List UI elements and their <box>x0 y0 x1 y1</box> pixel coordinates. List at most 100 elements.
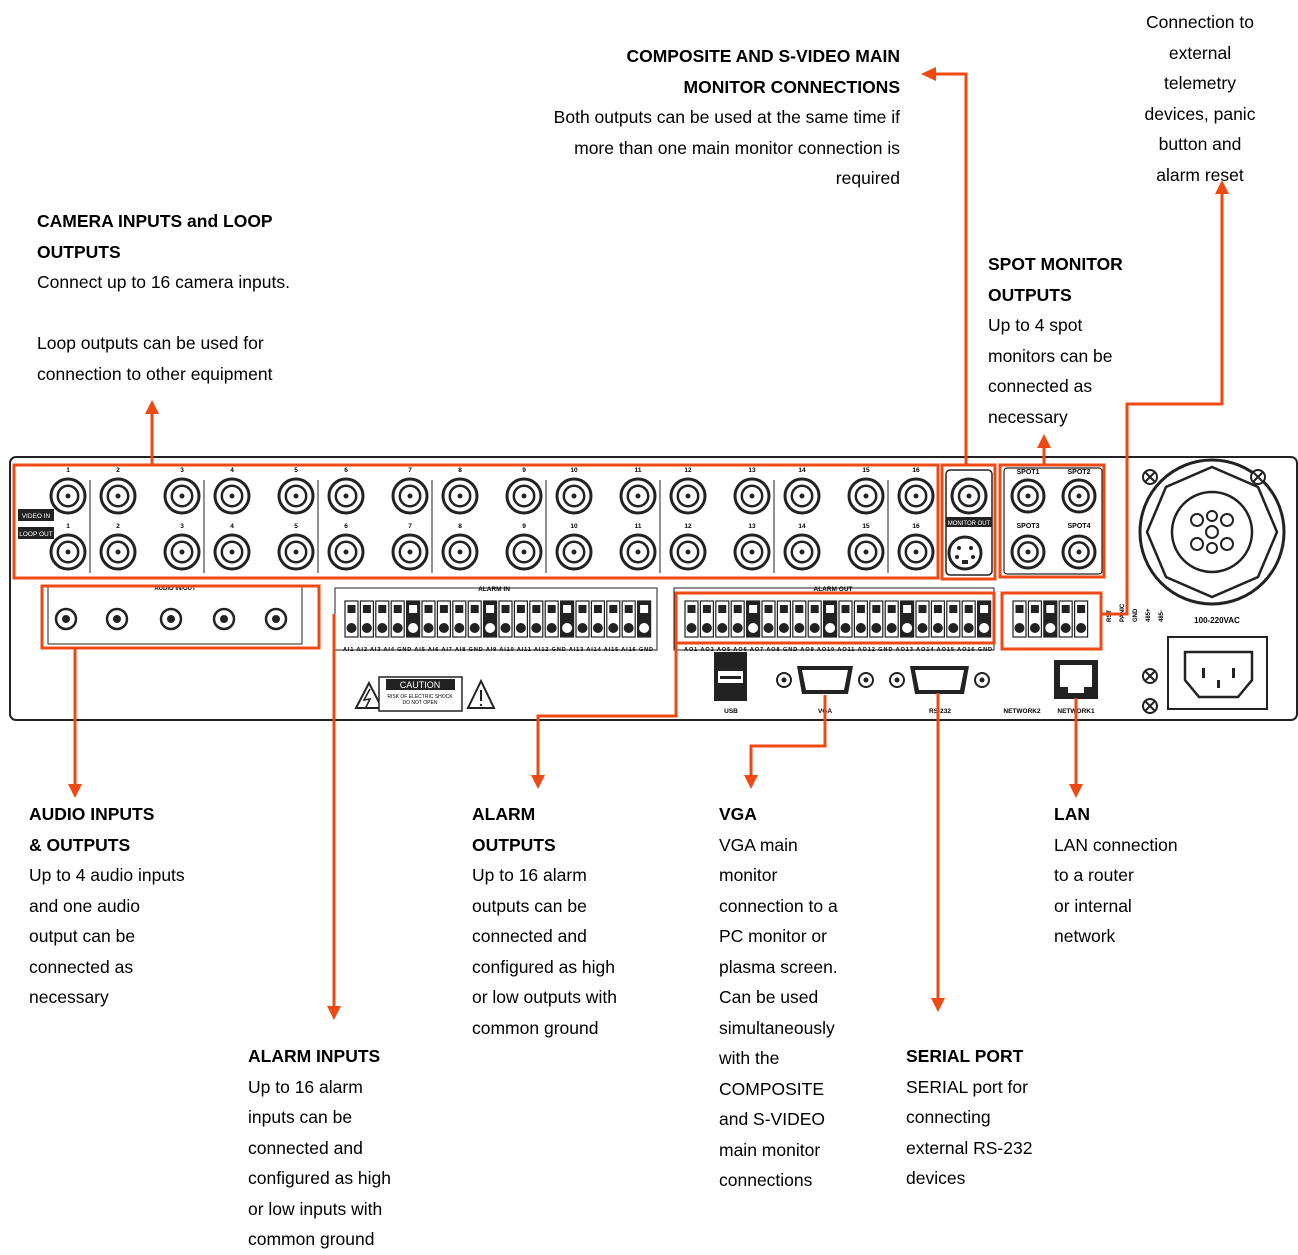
terminal-pin-icon <box>1012 600 1027 638</box>
rca-jack-icon <box>105 607 129 631</box>
telemetry-terminal-block <box>1012 600 1089 638</box>
rca-jack-icon <box>212 607 236 631</box>
channel-number-label: 9 <box>522 467 526 474</box>
channel-number-label: 7 <box>408 467 412 474</box>
arrowhead-icon <box>1037 434 1051 448</box>
terminal-pin-icon <box>590 600 606 638</box>
terminal-pin-icon <box>390 600 405 638</box>
terminal-pin-icon <box>529 600 544 638</box>
rca-jack-icon <box>264 607 288 631</box>
bnc-connector-icon <box>277 477 315 515</box>
camera-bnc-group <box>49 477 935 573</box>
terminal-pin-icon <box>822 600 838 638</box>
audio-in-out-label: AUDIO IN/OUT <box>154 586 196 592</box>
bnc-connector-icon <box>1010 534 1046 570</box>
terminal-pin-icon <box>375 600 390 638</box>
channel-number-label: 7 <box>408 523 412 530</box>
terminal-pin-icon <box>636 600 652 638</box>
terminal-pin-icon <box>807 600 822 638</box>
terminal-pin-icon <box>930 600 946 638</box>
bnc-connector-icon <box>847 477 885 515</box>
channel-number-label: 12 <box>684 523 692 530</box>
alarm-out-highlight <box>674 591 996 645</box>
audio-callout-title: AUDIO INPUTS & OUTPUTS <box>29 804 155 855</box>
channel-number-label: 5 <box>294 523 298 530</box>
bnc-connector-icon <box>783 477 821 515</box>
channel-number-label: 2 <box>116 523 120 530</box>
monitor-out-tag <box>946 517 992 527</box>
telemetry-arrow <box>1102 194 1224 616</box>
camera-callout-body: Connect up to 16 camera inputs. Loop out… <box>37 272 290 384</box>
terminal-pin-icon <box>730 600 745 638</box>
terminal-pin-icon <box>1058 600 1073 638</box>
terminal-pin-icon <box>1073 600 1089 638</box>
spot1-label: SPOT1 <box>1017 469 1040 476</box>
monitor-out-bnc <box>950 477 988 515</box>
monitor-out-label: MONITOR OUT <box>948 521 991 527</box>
serial-callout: SERIAL PORT SERIAL port for connecting e… <box>906 1041 1106 1194</box>
serial-callout-body: SERIAL port for connecting external RS-2… <box>906 1076 1033 1189</box>
alarm-in-label: ALARM IN <box>478 586 510 593</box>
terminal-pin-icon <box>513 600 529 638</box>
channel-number-label: 8 <box>458 523 462 530</box>
bnc-connector-icon <box>163 477 201 515</box>
screw-icon <box>1142 668 1158 684</box>
rs232-port <box>889 666 990 694</box>
alarm-outputs-callout-title: ALARM OUTPUTS <box>472 804 556 855</box>
channel-number-label: 6 <box>344 523 348 530</box>
bnc-connector-icon <box>163 533 201 571</box>
spot-callout-title: SPOT MONITOR OUTPUTS <box>988 254 1123 305</box>
composite-callout-body: Both outputs can be used at the same tim… <box>553 107 900 188</box>
serial-callout-title: SERIAL PORT <box>906 1046 1024 1066</box>
terminal-pin-icon <box>946 600 961 638</box>
bnc-connector-icon <box>555 477 593 515</box>
alarm-outputs-callout: ALARM OUTPUTS Up to 16 alarm outputs can… <box>472 799 672 1043</box>
terminal-pin-icon <box>915 600 930 638</box>
bnc-connector-icon <box>669 533 707 571</box>
bnc-connector-icon <box>847 533 885 571</box>
terminal-pin-icon <box>559 600 575 638</box>
arrowhead-icon <box>327 1006 341 1020</box>
bnc-connector-icon <box>1010 478 1046 514</box>
bnc-connector-icon <box>49 477 87 515</box>
terminal-pin-icon <box>483 600 498 638</box>
channel-number-labels: 1122334455667788991010111112121313141415… <box>66 467 920 530</box>
composite-arrow <box>936 72 968 465</box>
bnc-connector-icon <box>505 477 543 515</box>
alarm-inputs-callout-body: Up to 16 alarm inputs can be connected a… <box>248 1076 392 1250</box>
composite-callout-title: COMPOSITE AND S-VIDEO MAIN MONITOR CONNE… <box>626 46 900 97</box>
telemetry-pin-label: GND <box>1133 608 1139 622</box>
spot-callout-body: Up to 4 spot monitors can be connected a… <box>988 315 1113 427</box>
bnc-connector-icon <box>327 477 365 515</box>
alarm-in-terminal-block <box>344 600 652 638</box>
terminal-pin-icon <box>792 600 807 638</box>
spot3-label: SPOT3 <box>1017 523 1040 530</box>
alarm-out-arrow <box>536 643 678 775</box>
alarm-inputs-callout-title: ALARM INPUTS <box>248 1046 381 1066</box>
bnc-connector-icon <box>669 477 707 515</box>
channel-number-label: 10 <box>570 523 578 530</box>
spot-highlight <box>998 463 1106 579</box>
caution-sub2: DO NOT OPEN <box>403 700 438 706</box>
terminal-pin-icon <box>621 600 636 638</box>
composite-callout: COMPOSITE AND S-VIDEO MAIN MONITOR CONNE… <box>450 41 900 194</box>
bnc-connector-icon <box>441 533 479 571</box>
spot4-label: SPOT4 <box>1068 523 1091 530</box>
telemetry-highlight <box>1000 591 1103 651</box>
terminal-pin-icon <box>776 600 792 638</box>
channel-number-label: 1 <box>66 523 70 530</box>
channel-number-label: 5 <box>294 467 298 474</box>
bnc-connector-icon <box>1061 478 1097 514</box>
ethernet-port <box>1054 660 1098 699</box>
camera-callout: CAMERA INPUTS and LOOP OUTPUTS Connect u… <box>37 206 367 389</box>
terminal-pin-icon <box>544 600 559 638</box>
bnc-connector-icon <box>733 477 771 515</box>
bnc-connector-icon <box>327 533 365 571</box>
rca-jack-icon <box>54 607 78 631</box>
terminal-pin-icon <box>869 600 884 638</box>
vga-arrow <box>749 695 827 775</box>
bnc-connector-icon <box>555 533 593 571</box>
spot-bnc-group <box>1010 478 1097 570</box>
channel-number-label: 15 <box>862 523 870 530</box>
